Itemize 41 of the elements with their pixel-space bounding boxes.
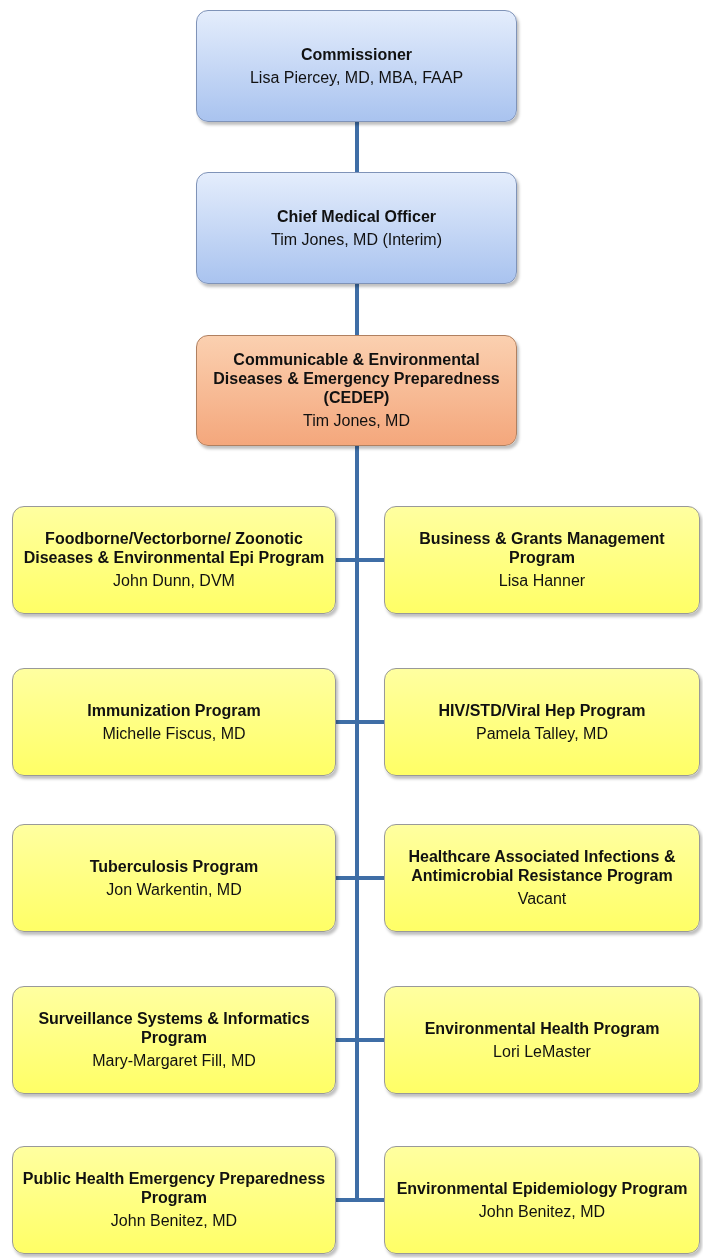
person-name: Lisa Hanner: [498, 571, 586, 591]
program-box: [12, 824, 336, 932]
program-box: [12, 668, 336, 776]
unit-title: Business & Grants Management Program: [418, 529, 666, 567]
unit-title: Public Health Emergency Preparedness Program: [21, 1169, 327, 1207]
person-name: Tim Jones, MD: [303, 411, 410, 431]
division-box: [196, 335, 517, 446]
program-box: [384, 1146, 700, 1254]
unit-title: Communicable & Environmental Diseases & Emergency Preparedness (CEDEP): [212, 350, 501, 407]
program-box: [384, 668, 700, 776]
unit-title: Tuberculosis Program: [89, 856, 259, 876]
person-name: Vacant: [517, 889, 567, 909]
program-box: [384, 824, 700, 932]
position-box: [196, 172, 517, 284]
unit-title: Foodborne/Vectorborne/ Zoonotic Diseases & Environmental Epi Program: [22, 529, 326, 567]
unit-title: HIV/STD/Viral Hep Program: [438, 700, 646, 720]
person-name: Tim Jones, MD (Interim): [271, 229, 442, 250]
program-box: [12, 1146, 336, 1254]
person-name: Pamela Talley, MD: [476, 723, 608, 744]
position-box: [196, 10, 517, 122]
person-name: Mary-Margaret Fill, MD: [92, 1051, 256, 1071]
person-name: Jon Warkentin, MD: [106, 879, 242, 900]
program-box: [384, 506, 700, 614]
program-box: [12, 986, 336, 1094]
unit-title: Chief Medical Officer: [276, 206, 437, 226]
unit-title: Environmental Health Program: [424, 1018, 660, 1038]
unit-title: Environmental Epidemiology Program: [396, 1178, 688, 1198]
unit-title: Immunization Program: [87, 700, 261, 720]
person-name: Lisa Piercey, MD, MBA, FAAP: [249, 67, 464, 88]
person-name: Lori LeMaster: [493, 1041, 591, 1062]
connector-line: [355, 284, 359, 335]
unit-title: Commissioner: [300, 44, 413, 64]
person-name: Michelle Fiscus, MD: [102, 723, 246, 744]
connector-line: [355, 122, 359, 172]
unit-title: Healthcare Associated Infections & Antimicrobial Resistance Program: [407, 847, 677, 885]
person-name: John Dunn, DVM: [113, 571, 235, 591]
program-box: [12, 506, 336, 614]
unit-title: Surveillance Systems & Informatics Program: [37, 1009, 311, 1047]
person-name: John Benitez, MD: [110, 1211, 238, 1231]
program-box: [384, 986, 700, 1094]
person-name: John Benitez, MD: [478, 1201, 606, 1222]
